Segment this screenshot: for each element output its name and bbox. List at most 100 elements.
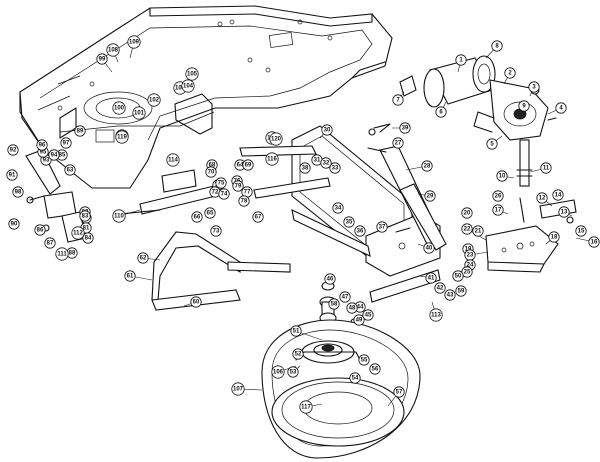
callout-circle [452,270,464,282]
callout-circle [461,223,473,235]
callout-number: 51 [293,328,300,334]
callout-circle [491,40,503,52]
callout-number: 90 [11,221,18,227]
callout-circle [354,225,366,237]
callout-circle [423,242,435,254]
callout-circle [575,225,587,237]
part-callout-98: 98 [12,186,24,198]
part-callout-72: 72 [209,186,221,198]
part-callout-100: 100 [112,101,126,115]
callout-number: 63 [67,167,74,173]
callout-circle [238,195,250,207]
callout-number: 3 [532,84,536,90]
right-bracket [485,197,577,273]
callout-number: 113 [431,312,441,318]
callout-number: 2 [508,70,512,76]
callout-number: 101 [134,110,145,116]
part-callout-45: 45 [362,309,374,321]
part-callout-62: 62 [137,252,149,264]
callout-number: 65 [207,210,214,216]
part-callout-96: 96 [36,139,48,151]
left-frame [119,169,291,311]
callout-number: 45 [365,312,372,318]
callout-number: 50 [455,273,462,279]
callout-number: 98 [15,189,22,195]
callout-circle [6,169,18,181]
callout-number: 95 [40,149,47,155]
part-callout-3: 3 [528,81,540,93]
callout-circle [328,298,340,310]
callout-circle [424,190,436,202]
part-callout-17: 17 [492,204,504,216]
part-callout-47: 47 [339,291,351,303]
callout-number: 87 [47,240,54,246]
callout-circle [492,204,504,216]
part-callout-26: 26 [492,190,504,202]
callout-circle [36,139,48,151]
part-callout-90: 90 [8,218,20,230]
callout-number: 104 [183,83,194,89]
callout-circle [588,236,600,248]
callout-circle [332,202,344,214]
callout-circle [218,188,230,200]
callout-number: 110 [114,213,124,219]
part-callout-53: 53 [287,366,299,378]
part-callout-32: 32 [320,157,332,169]
callout-number: 26 [495,193,502,199]
part-callout-43: 43 [444,289,456,301]
callout-circle [127,35,141,49]
callout-number: 14 [555,192,562,198]
part-callout-57: 57 [393,386,405,398]
callout-circle [60,137,72,149]
callout-number: 61 [127,273,134,279]
part-callout-9: 9 [518,100,530,112]
part-callout-4: 4 [555,102,567,114]
callout-number: 55 [361,357,368,363]
callout-number: 116 [267,156,277,162]
callout-circle [232,180,244,192]
part-callout-18: 18 [548,231,560,243]
callout-number: 89 [77,128,84,134]
callout-number: 74 [221,191,228,197]
part-callout-92: 92 [7,144,19,156]
callout-circle [393,386,405,398]
part-callout-107: 107 [231,382,245,396]
part-callout-8: 8 [491,40,503,52]
part-callout-83: 83 [79,210,91,222]
part-callout-14: 14 [552,189,564,201]
callout-number: 9 [522,103,526,109]
callout-circle [112,209,126,223]
callout-circle [204,207,216,219]
callout-number: 100 [114,105,125,111]
part-callout-41: 41 [425,272,437,284]
callout-number: 11 [543,165,550,171]
callout-circle [269,132,283,146]
part-callout-22: 22 [461,223,473,235]
callout-circle [190,296,202,308]
part-callout-106: 106 [271,365,285,379]
part-callout-114: 114 [166,153,180,167]
part-callout-65: 65 [204,207,216,219]
part-callout-39: 39 [399,122,411,134]
callout-circle [215,177,227,189]
center-frame [239,123,447,303]
part-callout-119: 119 [115,130,129,144]
part-callout-37: 37 [376,221,388,233]
callout-number: 120 [271,136,282,142]
callout-number: 18 [551,234,558,240]
part-callout-105: 105 [185,67,199,81]
part-callout-38: 38 [299,162,311,174]
callout-number: 37 [379,224,386,230]
part-callout-58: 58 [328,298,340,310]
callout-circle [329,162,341,174]
part-callout-59: 59 [455,285,467,297]
callout-number: 112 [73,230,83,236]
callout-circle [421,160,433,172]
callout-number: 70 [208,169,215,175]
callout-circle [7,144,19,156]
callout-number: 6 [439,109,443,115]
part-callout-66: 66 [191,211,203,223]
part-callout-7: 7 [392,94,404,106]
callout-circle [292,348,304,360]
callout-number: 29 [427,193,434,199]
